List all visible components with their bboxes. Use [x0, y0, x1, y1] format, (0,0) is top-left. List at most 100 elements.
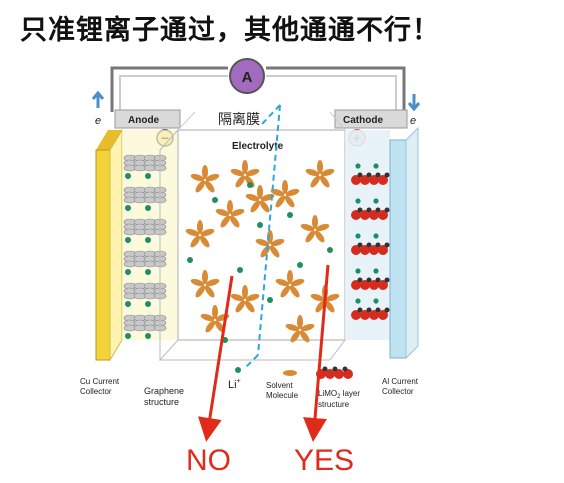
solvent-lobe	[325, 293, 340, 302]
graphene-stack	[123, 282, 167, 307]
solvent-lobe	[242, 160, 248, 174]
solvent-molecule	[190, 270, 220, 298]
graphene-stack	[123, 186, 167, 211]
solvent-molecule	[230, 285, 260, 313]
oxygen-atom	[360, 210, 370, 220]
metal-atom	[357, 277, 363, 283]
electrolyte-label: Electrolyte	[232, 141, 284, 152]
solvent-lobe	[259, 200, 270, 213]
graphene-layers	[123, 154, 167, 339]
solvent-lobe	[227, 200, 233, 214]
no-arrow	[197, 275, 234, 442]
metal-atom	[375, 172, 381, 178]
cu-collector-label-2: Collector	[80, 387, 112, 396]
solvent-lobe	[202, 270, 208, 284]
metal-atom	[366, 277, 372, 283]
solvent-molecule	[255, 230, 285, 258]
li-ion-label: Li+	[228, 378, 241, 391]
solvent-lobe	[195, 180, 206, 193]
li-ion-dot	[145, 301, 151, 307]
li-ion-dot	[373, 163, 379, 169]
oxygen-atom	[369, 210, 379, 220]
oxygen-atom	[378, 280, 388, 290]
no-annotation: NO	[186, 444, 231, 477]
solvent-lobe	[255, 238, 270, 247]
li-ion	[187, 257, 193, 263]
limo2-stack	[351, 198, 390, 220]
oxygen-atom	[360, 175, 370, 185]
oxygen-atom	[351, 245, 361, 255]
solvent-molecule	[190, 165, 220, 193]
oxygen-atom	[351, 280, 361, 290]
li-ion	[212, 197, 218, 203]
solvent-lobe	[260, 245, 271, 258]
solvent-lobe	[230, 293, 245, 302]
solvent-lobe	[202, 165, 208, 179]
solvent-lobe	[289, 285, 300, 298]
solvent-lobe	[235, 300, 246, 313]
electron-label-right: e	[410, 115, 416, 127]
oxygen-atom	[360, 280, 370, 290]
li-ion-dot	[125, 205, 131, 211]
solvent-lobe	[197, 220, 203, 234]
solvent-lobe	[317, 160, 323, 174]
oxygen-atom	[351, 310, 361, 320]
solvent-lobe	[320, 168, 335, 177]
li-ion-dot	[125, 237, 131, 243]
li-ion	[247, 182, 253, 188]
li-ion	[287, 212, 293, 218]
solvent-lobe	[275, 195, 286, 208]
metal-atom	[375, 277, 381, 283]
li-ion	[267, 297, 273, 303]
legend	[235, 366, 353, 379]
solvent-lobe	[300, 323, 315, 332]
solvent-lobe	[269, 245, 280, 258]
solvent-lobe	[280, 285, 291, 298]
solvent-lobe	[250, 200, 261, 213]
solvent-lobe	[319, 175, 330, 188]
solvent-lobe	[185, 228, 200, 237]
solvent-label-2: Molecule	[266, 391, 299, 400]
yes-arrow	[303, 264, 330, 442]
limo2-label-1: LiMO2 layer	[318, 389, 360, 400]
limo2-stack	[351, 268, 390, 290]
solvent-lobe	[214, 320, 225, 333]
solvent-lobe	[312, 215, 318, 229]
oxygen-atom	[369, 175, 379, 185]
separator-label: 隔离膜	[218, 111, 260, 128]
oxygen-atom	[369, 245, 379, 255]
cathode-header	[334, 109, 408, 129]
solvent-lobe	[284, 195, 295, 208]
graphene-stack	[123, 218, 167, 243]
solvent-lobe	[270, 188, 285, 197]
metal-atom	[366, 207, 372, 213]
al-collector-label-2: Collector	[382, 387, 414, 396]
anode-label: Anode	[128, 115, 160, 126]
solvent-lobe	[285, 323, 300, 332]
oxygen-atom	[351, 210, 361, 220]
solvent-lobe	[310, 175, 321, 188]
solvent-lobe	[230, 168, 245, 177]
graphene-label-2: structure	[144, 397, 179, 407]
li-ion	[237, 267, 243, 273]
oxygen-atom	[369, 280, 379, 290]
oxygen-atom	[378, 245, 388, 255]
solvent-molecule	[230, 160, 260, 188]
graphene-stack	[123, 154, 167, 179]
metal-atom	[375, 207, 381, 213]
metal-atom	[384, 207, 390, 213]
solvent-lobe	[220, 215, 231, 228]
solvent-lobe	[297, 315, 303, 329]
solvent-lobe	[200, 313, 215, 322]
separator-membrane	[244, 104, 281, 369]
solvent-lobe	[245, 168, 260, 177]
solvent-molecule	[185, 220, 215, 248]
solvent-molecule	[245, 185, 275, 213]
solvent-lobe	[200, 228, 215, 237]
solvent-lobe	[290, 330, 301, 343]
solvent-lobe	[190, 173, 205, 182]
metal-atom	[357, 172, 363, 178]
solvent-lobe	[270, 238, 285, 247]
solvent-lobe	[190, 235, 201, 248]
